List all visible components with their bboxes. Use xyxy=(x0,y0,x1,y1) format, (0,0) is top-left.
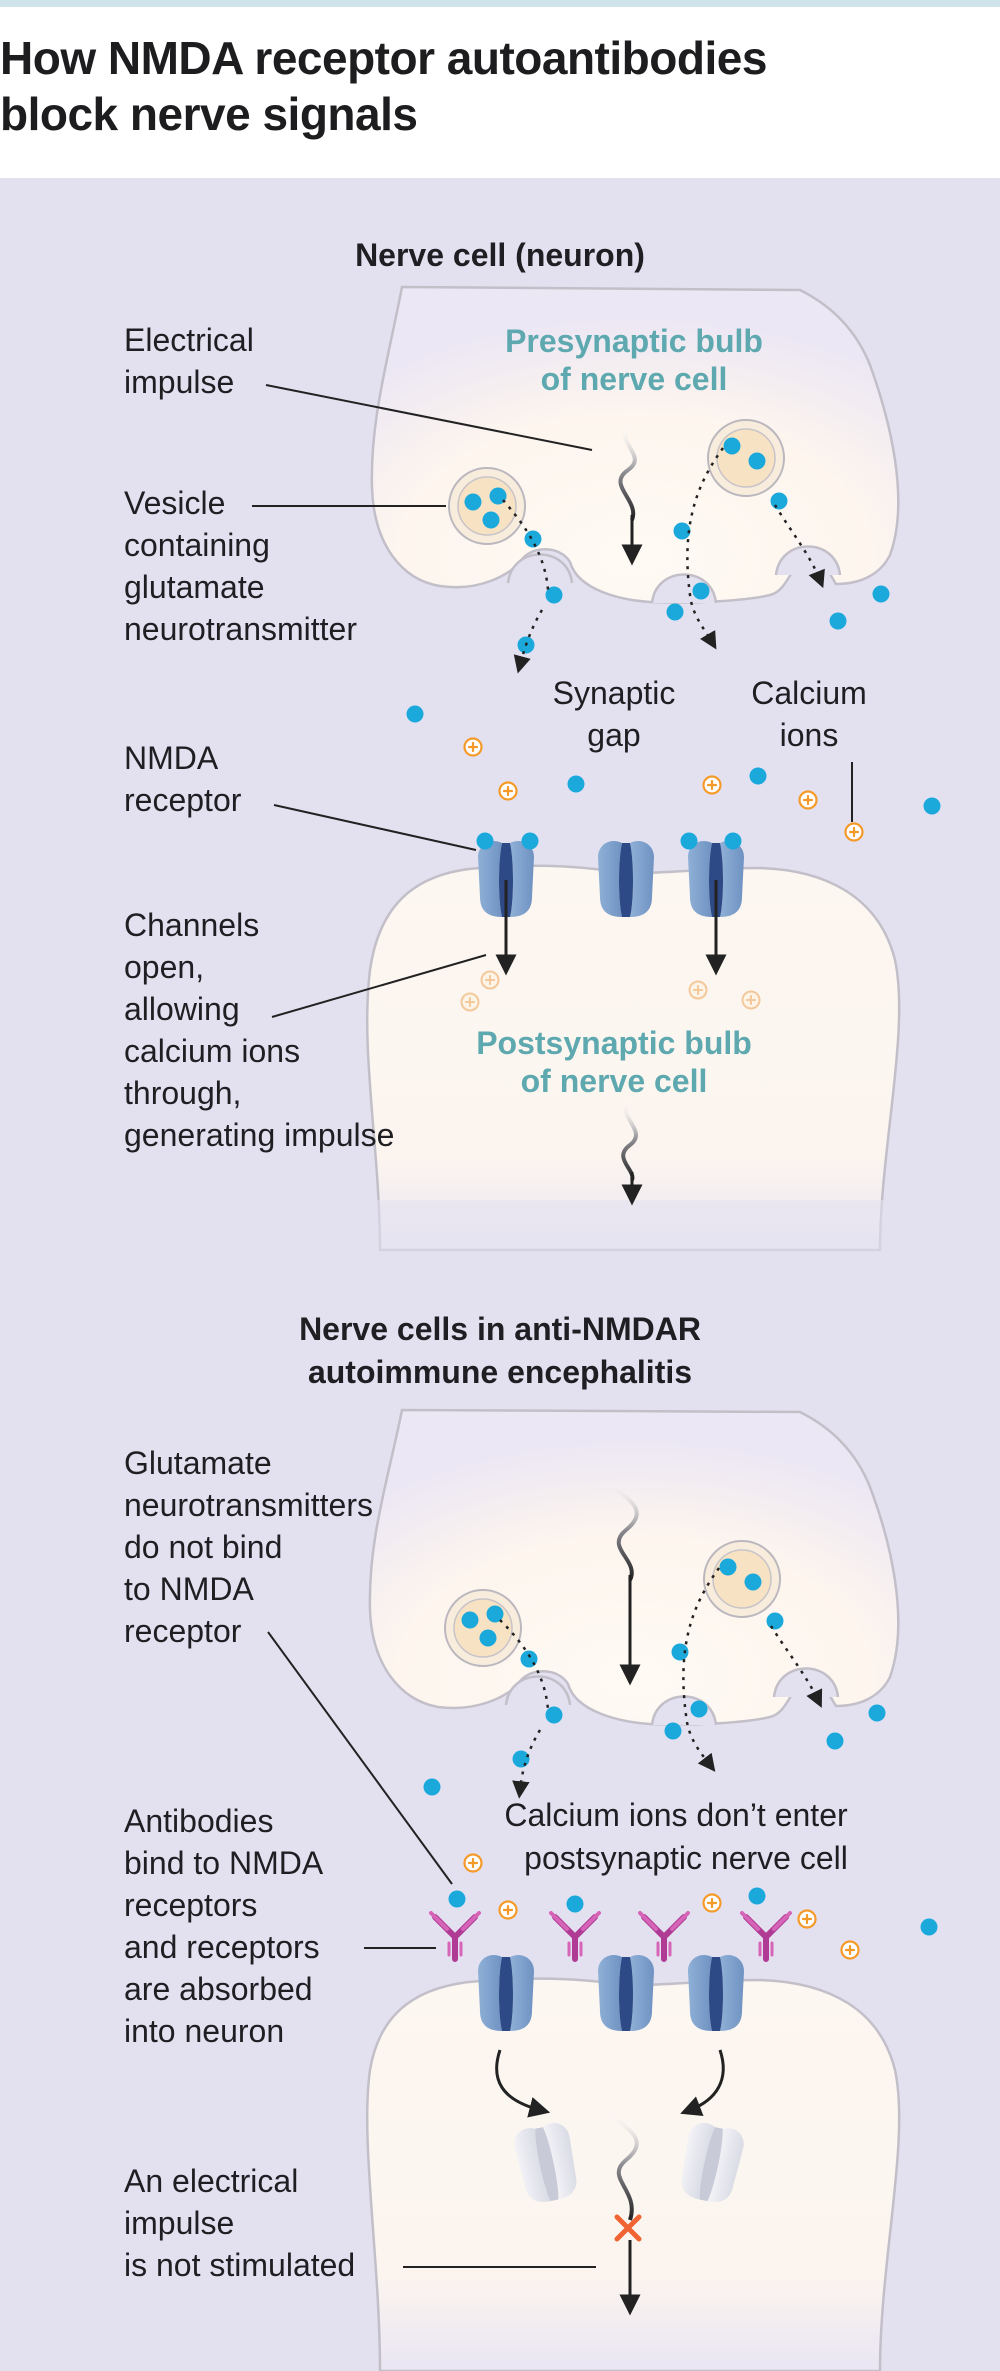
synaptic-gap-label-line1: Synaptic xyxy=(553,675,676,711)
panel1-left-labels: Electrical impulse Vesicle containing gl… xyxy=(124,322,394,1153)
label-antibodies: Antibodies xyxy=(124,1803,273,1839)
diffusion-paths-1 xyxy=(502,447,825,674)
glutamate-dot xyxy=(479,1629,497,1647)
docking-pit-2a xyxy=(504,1675,572,1706)
label-electrical-impulse: impulse xyxy=(124,364,234,400)
label-glutamate-no-bind: Glutamate xyxy=(124,1445,272,1481)
glutamate-dot xyxy=(461,1611,479,1629)
blocked-impulse-wave xyxy=(602,2108,639,2221)
glutamate-dot xyxy=(723,437,741,455)
title-line-1: How NMDA receptor autoantibodies xyxy=(0,32,767,84)
calcium-ions-label-line2: ions xyxy=(780,717,839,753)
postsynaptic-bulb-2 xyxy=(365,1977,901,2371)
encephalitis-heading-line2: autoimmune encephalitis xyxy=(308,1354,692,1390)
glutamate-dot xyxy=(724,832,742,850)
calcium-blocked-label-line1: Calcium ions don’t enter xyxy=(504,1797,848,1833)
label-antibodies: bind to NMDA xyxy=(124,1845,324,1881)
blocked-x-icon xyxy=(614,2214,642,2242)
neuron-heading: Nerve cell (neuron) xyxy=(355,237,645,273)
label-nmda-receptor: NMDA xyxy=(124,740,219,776)
label-vesicle: neurotransmitter xyxy=(124,611,357,647)
label-antibodies: receptors xyxy=(124,1887,257,1923)
panel2-left-labels: Glutamate neurotransmitters do not bind … xyxy=(124,1445,373,2283)
vesicle-2b xyxy=(703,1540,781,1618)
panel2-leader-lines xyxy=(267,1631,596,2268)
postsynaptic-label-line1: Postsynaptic bulb xyxy=(476,1025,752,1061)
encephalitis-heading-line1: Nerve cells in anti-NMDAR xyxy=(299,1311,701,1347)
label-channels-open: through, xyxy=(124,1075,241,1111)
glutamate-dot xyxy=(464,493,482,511)
label-nmda-receptor: receptor xyxy=(124,782,242,818)
glutamate-dot xyxy=(748,452,766,470)
glutamate-dot xyxy=(482,511,500,529)
presynaptic-impulse-wave-2 xyxy=(602,1478,639,1581)
label-vesicle: containing xyxy=(124,527,270,563)
presynaptic-label-line1: Presynaptic bulb xyxy=(505,323,763,359)
top-accent-bar xyxy=(0,0,1000,7)
label-glutamate-no-bind: do not bind xyxy=(124,1529,282,1565)
nmda-receptor xyxy=(598,1954,654,2031)
label-channels-open: generating impulse xyxy=(124,1117,394,1153)
glutamate-dot xyxy=(521,832,539,850)
label-channels-open: allowing xyxy=(124,991,240,1027)
glutamate-dot xyxy=(744,1573,762,1591)
label-antibodies: are absorbed xyxy=(124,1971,313,2007)
synaptic-gap-label-line2: gap xyxy=(587,717,640,753)
docking-pit-1a xyxy=(506,553,574,584)
glutamate-dot xyxy=(680,832,698,850)
presynaptic-impulse-wave xyxy=(618,423,637,521)
presynaptic-label-line2: of nerve cell xyxy=(541,361,728,397)
calcium-blocked-label-line2: postsynaptic nerve cell xyxy=(524,1840,848,1876)
panel1-leader-lines xyxy=(252,384,593,1018)
page-title: How NMDA receptor autoantibodies block n… xyxy=(0,30,1000,142)
glutamate-dot xyxy=(719,1558,737,1576)
docking-pit-1c xyxy=(774,545,842,576)
internalization-arrow xyxy=(495,2049,551,2118)
vesicle-1a xyxy=(448,467,526,545)
label-glutamate-no-bind: receptor xyxy=(124,1613,242,1649)
vesicle-1b xyxy=(707,419,785,497)
label-glutamate-no-bind: neurotransmitters xyxy=(124,1487,373,1523)
nmda-receptor xyxy=(688,1954,744,2031)
vesicle-2a xyxy=(444,1589,522,1667)
internalization-arrow xyxy=(680,2049,725,2117)
label-antibodies: into neuron xyxy=(124,2013,284,2049)
label-electrical-impulse: Electrical xyxy=(124,322,254,358)
label-no-impulse: impulse xyxy=(124,2205,234,2241)
label-no-impulse: An electrical xyxy=(124,2163,298,2199)
label-no-impulse: is not stimulated xyxy=(124,2247,355,2283)
label-antibodies: and receptors xyxy=(124,1929,320,1965)
label-channels-open: Channels xyxy=(124,907,259,943)
panel-1-bottom-fade xyxy=(360,1200,900,1260)
diffusion-paths-2 xyxy=(499,1567,823,1799)
label-vesicle: glutamate xyxy=(124,569,265,605)
postsynaptic-label-line2: of nerve cell xyxy=(521,1063,708,1099)
calcium-ions-label-line1: Calcium xyxy=(751,675,867,711)
label-vesicle: Vesicle xyxy=(124,485,225,521)
title-line-2: block nerve signals xyxy=(0,88,418,140)
nmda-receptor xyxy=(478,1954,534,2031)
glutamate-dot xyxy=(476,832,494,850)
nmda-receptor xyxy=(598,840,654,917)
postsynaptic-impulse-wave xyxy=(621,1098,638,1181)
label-glutamate-no-bind: to NMDA xyxy=(124,1571,254,1607)
label-channels-open: calcium ions xyxy=(124,1033,300,1069)
label-channels-open: open, xyxy=(124,949,204,985)
